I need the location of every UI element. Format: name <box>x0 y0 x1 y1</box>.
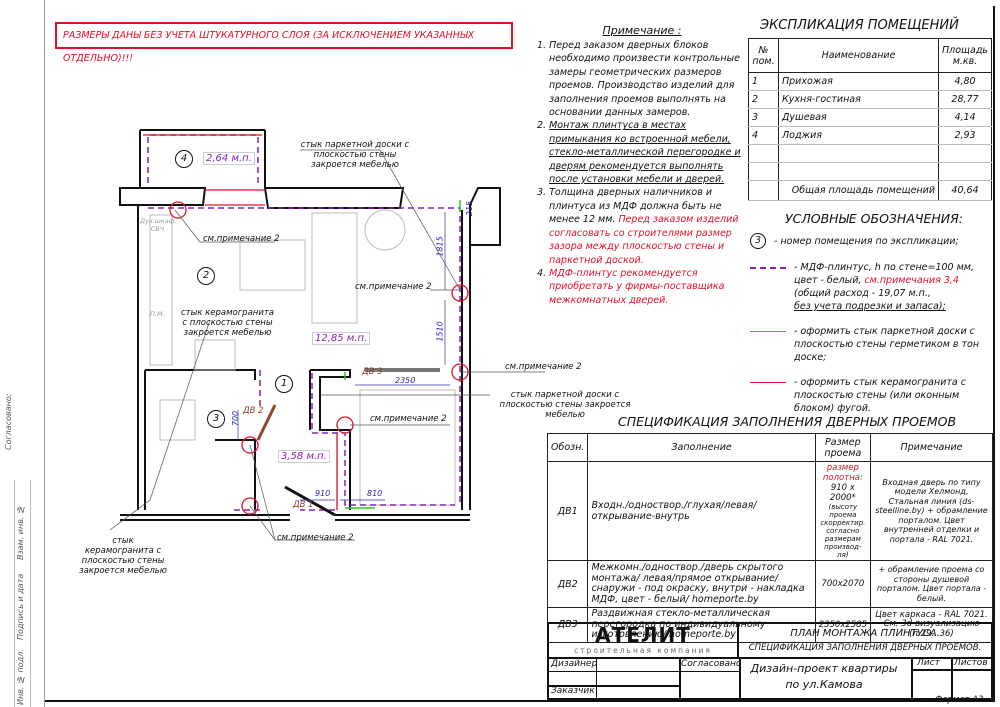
notes: Примечание : 1. Перед заказом дверных бл… <box>537 24 747 307</box>
frame <box>45 6 995 702</box>
warning-box: РАЗМЕРЫ ДАНЫ БЕЗ УЧЕТА ШТУКАТУРНОГО СЛОЯ… <box>55 22 513 64</box>
spec-title: СПЕЦИФИКАЦИЯ ЗАПОЛНЕНИЯ ДВЕРНЫХ ПРОЕМОВ <box>618 414 957 429</box>
sheet-title-2: СПЕЦИФИКАЦИЯ ЗАПОЛНЕНИЯ ДВЕРНЫХ ПРОЕМОВ. <box>748 643 982 653</box>
explication-title: ЭКСПЛИКАЦИЯ ПОМЕЩЕНИЙ <box>760 18 959 33</box>
door-dv3: ДВ 3 <box>362 367 383 377</box>
red-line-icon <box>750 382 786 415</box>
side-stamp: Согласовано: Взам. инв. № Подпись и дата… <box>0 0 45 707</box>
floor-plan <box>109 129 545 541</box>
loggia-length: 2,64 м.п. <box>203 152 255 165</box>
mdf-dash-icon <box>750 267 786 313</box>
note-4: 4. МДФ-плинтус рекомендуется приобретать… <box>537 267 725 306</box>
green-line-icon <box>750 331 786 364</box>
company-logo: АТЕЛИТ строительная компания <box>549 624 739 657</box>
door-dv2: ДВ 2 <box>243 406 264 416</box>
legend: УСЛОВНЫЕ ОБОЗНАЧЕНИЯ: 3- номер помещения… <box>750 212 990 415</box>
door-dv1: ДВ 1 <box>293 500 314 510</box>
room-3-marker: 3 <box>207 410 225 428</box>
room-2-marker: 2 <box>197 267 215 285</box>
note-1: 1. Перед заказом дверных блоков необходи… <box>537 40 740 119</box>
note-2: 2. Монтаж плинтуса в местах примыкания к… <box>537 120 741 186</box>
room-symbol-icon: 3 <box>750 233 766 249</box>
hall-length: 3,58 м.п. <box>278 450 330 463</box>
room-4-marker: 4 <box>175 150 193 168</box>
room-1-marker: 1 <box>275 375 293 393</box>
title-block: АТЕЛИТ строительная компания ПЛАН МОНТАЖ… <box>547 622 993 700</box>
notes-title: Примечание : <box>602 24 682 37</box>
sheet-title-1: ПЛАН МОНТАЖА ПЛИНТУСА. <box>790 628 940 639</box>
legend-title: УСЛОВНЫЕ ОБОЗНАЧЕНИЯ: <box>785 211 963 226</box>
note-3: 3. Толщина дверных наличников и плинтуса… <box>537 187 739 266</box>
living-length: 12,85 м.п. <box>312 332 371 345</box>
